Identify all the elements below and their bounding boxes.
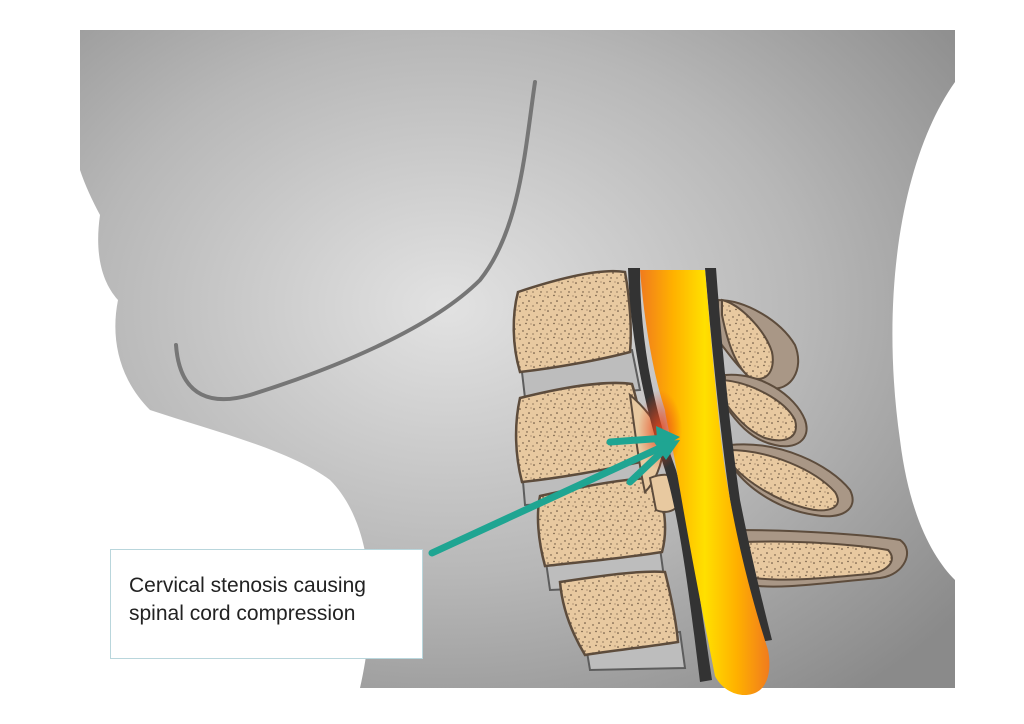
spinal-canal [628,268,772,682]
caption-box: Cervical stenosis causing spinal cord co… [110,549,423,659]
caption-line-1: Cervical stenosis causing [129,574,366,597]
caption-line-2: spinal cord compression [129,602,356,625]
spinous-processes [717,298,909,588]
jawline [174,80,537,402]
arrow-icon [428,440,680,557]
